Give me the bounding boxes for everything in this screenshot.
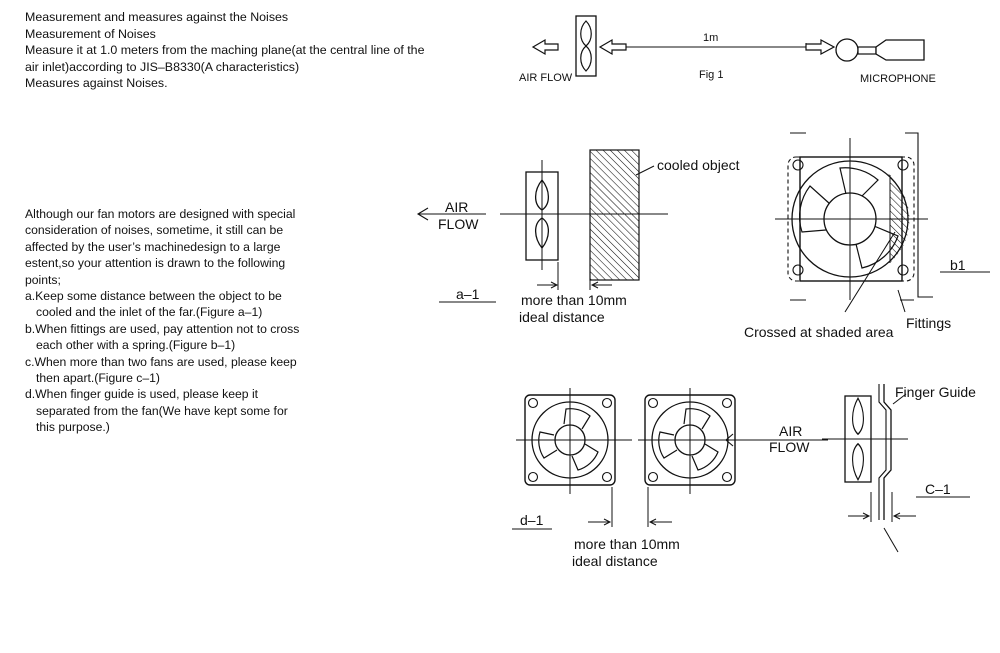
cooled-object bbox=[589, 149, 640, 281]
fig-d1: d–1 AIR FLOW more than 10mm ideal distan… bbox=[512, 388, 828, 569]
a1-air-label: AIR bbox=[445, 199, 468, 215]
a1-flow-label: FLOW bbox=[438, 216, 479, 232]
point-c: c.When more than two fans are used, plea… bbox=[25, 354, 297, 369]
fitting-bracket bbox=[905, 132, 933, 298]
intro-line: Measurement and measures against the Noi… bbox=[25, 10, 289, 24]
point-d-cont: separated from the fan(We have kept some… bbox=[36, 403, 288, 418]
d1-more-label: more than 10mm bbox=[574, 536, 680, 552]
a1-tag: a–1 bbox=[456, 286, 480, 302]
intro-line: air inlet)according to JIS–B8330(A chara… bbox=[25, 59, 300, 74]
body-line: Although our fan motors are designed wit… bbox=[25, 207, 296, 221]
point-c-cont: then apart.(Figure c–1) bbox=[36, 371, 160, 386]
airflow-arrow-icon bbox=[531, 38, 559, 56]
d1-air-label: AIR bbox=[779, 423, 802, 439]
intro-line: Measurement of Noises bbox=[25, 26, 156, 41]
intro-line: Measures against Noises. bbox=[25, 76, 168, 91]
c1-finger-label: Finger Guide bbox=[895, 384, 976, 400]
d1-flow-label: FLOW bbox=[769, 439, 810, 455]
guidance-text: Although our fan motors are designed wit… bbox=[25, 206, 299, 436]
intro-line: Measure it at 1.0 meters from the machin… bbox=[25, 43, 425, 58]
d1-ideal-label: ideal distance bbox=[572, 553, 658, 569]
body-line: estent,so your attention is drawn to the… bbox=[25, 256, 286, 271]
point-b: b.When fittings are used, pay attention … bbox=[25, 321, 300, 336]
point-a: a.Keep some distance between the object … bbox=[25, 289, 282, 304]
b1-tag: b1 bbox=[950, 257, 966, 273]
fig1-microphone-label: MICROPHONE bbox=[860, 73, 936, 85]
point-d: d.When finger guide is used, please keep… bbox=[25, 387, 259, 402]
fig1-distance: 1m bbox=[703, 32, 718, 44]
fig-a1: AIR FLOW cooled object a–1 more than 10m… bbox=[416, 149, 740, 325]
fig1-air-flow-label: AIR FLOW bbox=[519, 72, 573, 84]
point-a-cont: cooled and the inlet of the far.(Figure … bbox=[36, 305, 263, 320]
body-line: consideration of noises, sometime, it st… bbox=[25, 223, 284, 238]
point-d-cont: this purpose.) bbox=[36, 420, 110, 435]
fig1-measurement: 1m AIR FLOW Fig 1 MICROPHONE bbox=[519, 15, 936, 85]
a1-ideal-label: ideal distance bbox=[519, 309, 605, 325]
fig-c1: Finger Guide C–1 bbox=[822, 384, 976, 553]
d1-tag: d–1 bbox=[520, 512, 544, 528]
body-line: affected by the user’s machinedesign to … bbox=[25, 239, 281, 254]
b1-crossed-label: Crossed at shaded area bbox=[744, 324, 894, 340]
microphone-icon bbox=[835, 38, 859, 62]
b1-fittings-label: Fittings bbox=[906, 315, 951, 331]
finger-guide bbox=[883, 384, 892, 520]
a1-cooled-label: cooled object bbox=[657, 157, 740, 173]
fig1-caption: Fig 1 bbox=[699, 69, 723, 81]
a1-more-label: more than 10mm bbox=[521, 292, 627, 308]
intro-text: Measurement and measures against the Noi… bbox=[25, 9, 424, 92]
point-b-cont: each other with a spring.(Figure b–1) bbox=[36, 338, 236, 353]
body-line: points; bbox=[25, 272, 61, 287]
fig-b1: b1 Fittings Crossed at shaded area bbox=[744, 132, 990, 340]
airflow-arrow-icon bbox=[725, 433, 734, 447]
c1-tag: C–1 bbox=[925, 481, 951, 497]
